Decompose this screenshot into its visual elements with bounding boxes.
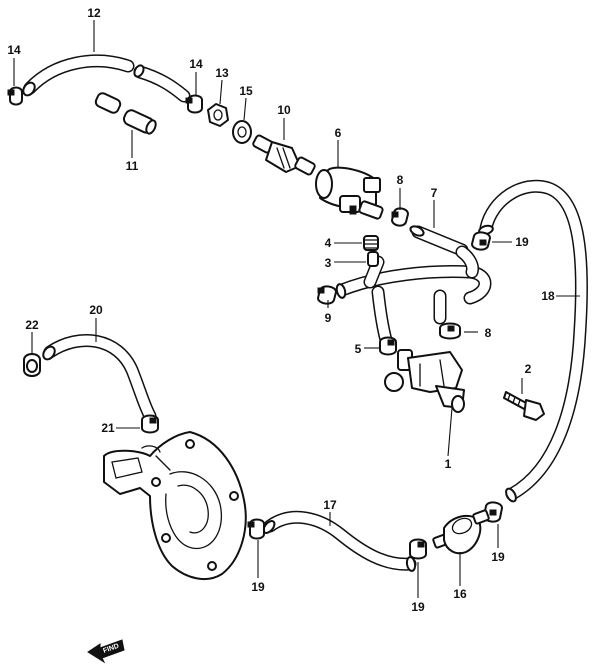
leader-lines [13, 20, 580, 598]
callout-21: 21 [101, 421, 115, 435]
find-arrow-icon: FIND [87, 639, 125, 664]
callout-19-left: 19 [251, 580, 265, 594]
callout-14-left: 14 [7, 43, 21, 57]
hose-20 [42, 334, 157, 423]
hose-12 [22, 54, 135, 97]
callout-10: 10 [277, 103, 291, 117]
callout-6: 6 [335, 126, 342, 140]
callout-18: 18 [541, 289, 555, 303]
callout-8-upper: 8 [397, 173, 404, 187]
part-16-fuel-filter [432, 509, 490, 555]
callout-19-right: 19 [491, 550, 505, 564]
hose-18 [478, 179, 588, 503]
callout-12: 12 [87, 6, 101, 20]
t-joint-hose [335, 245, 492, 347]
callout-3: 3 [325, 256, 332, 270]
callout-8-lower: 8 [485, 326, 492, 340]
part-6-solenoid-valve [315, 166, 384, 220]
clamp-8-lower [439, 322, 461, 340]
part-15-washer [232, 120, 252, 144]
callout-13: 13 [215, 66, 229, 80]
clamp-19-left [247, 518, 265, 540]
callout-22: 22 [25, 318, 39, 332]
clamp-14-left [7, 86, 23, 106]
part-1-valve [384, 349, 465, 413]
callout-16: 16 [453, 587, 467, 601]
callout-numbers: 1 2 3 4 5 6 7 8 8 9 10 11 12 13 14 14 15… [7, 6, 555, 614]
part-3-connector [367, 251, 379, 267]
clamp-21 [141, 414, 159, 434]
callout-20: 20 [89, 303, 103, 317]
callout-17: 17 [323, 498, 337, 512]
hose-12b [133, 64, 191, 103]
callout-2: 2 [525, 362, 532, 376]
clamp-8-upper [391, 207, 409, 227]
clamp-9 [317, 285, 337, 305]
callout-9: 9 [325, 311, 332, 325]
clamp-19-upper [471, 231, 491, 251]
part-13-nut [207, 103, 229, 127]
clamp-14-right [185, 94, 203, 114]
hose-17 [262, 510, 417, 572]
callout-4: 4 [325, 236, 332, 250]
callout-5: 5 [355, 342, 362, 356]
hose-7 [409, 225, 469, 257]
callout-15: 15 [239, 84, 253, 98]
part-4-clamp [363, 235, 379, 251]
callout-19-upper: 19 [515, 235, 529, 249]
callout-1: 1 [445, 457, 452, 471]
clamp-19-middle [409, 538, 427, 560]
callout-19-middle: 19 [411, 600, 425, 614]
callout-11: 11 [126, 159, 139, 173]
callout-7: 7 [431, 186, 438, 200]
callout-14-right: 14 [189, 57, 203, 71]
clamp-5 [379, 336, 397, 356]
fuel-pump-body [103, 431, 247, 581]
part-11-hose-piece [94, 92, 157, 135]
clamp-22 [23, 353, 41, 377]
part-10-fitting [252, 134, 316, 176]
part-2-bolt [503, 391, 545, 421]
